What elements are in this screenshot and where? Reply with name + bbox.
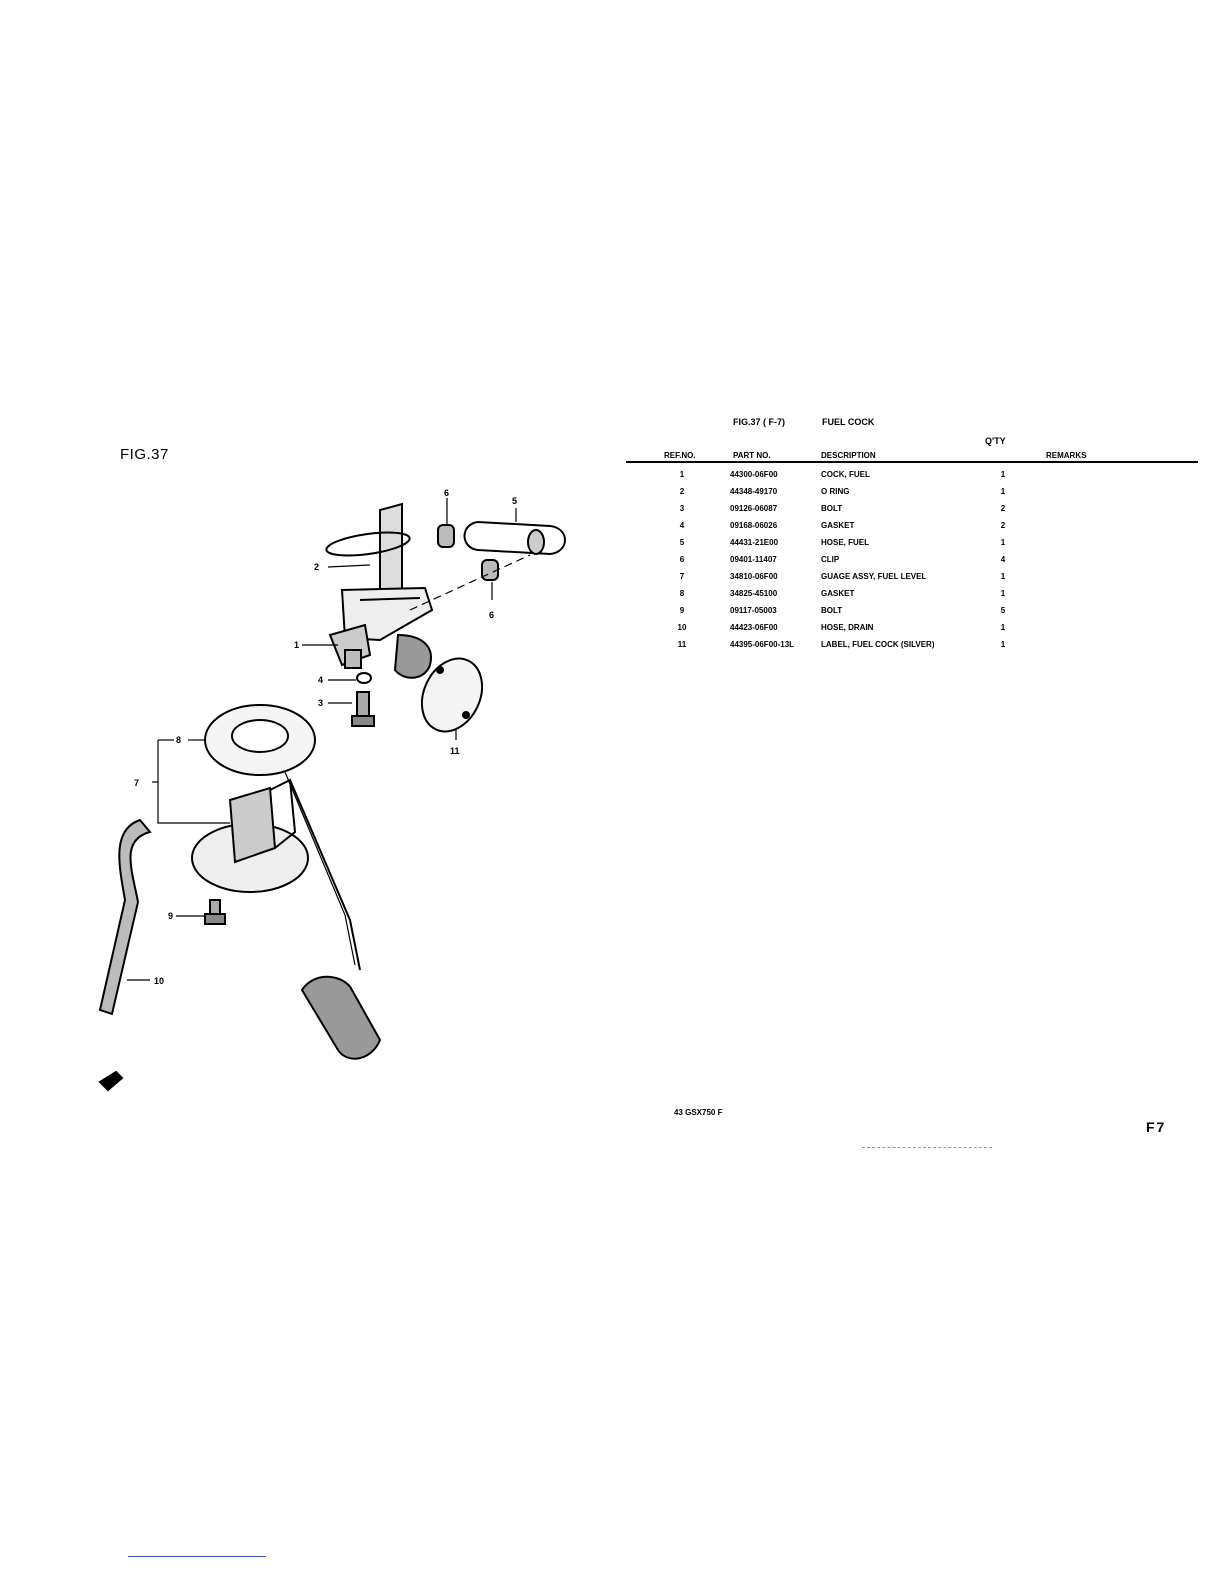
exploded-parts-diagram: 2 1 4 3 8 7 9 10 6 5 6 11 <box>80 470 610 1110</box>
callout-7: 7 <box>134 778 139 788</box>
diagram-svg: 2 1 4 3 8 7 9 10 6 5 6 11 <box>98 488 566 1092</box>
callout-11: 11 <box>450 746 460 756</box>
bolt-drawing-9 <box>204 899 226 925</box>
clip-drawing-lower <box>481 559 499 581</box>
footer-model-text: 43 GSX750 F <box>674 1108 723 1117</box>
fuel-level-gauge-drawing <box>191 771 361 971</box>
callout-3: 3 <box>318 698 323 708</box>
callout-4: 4 <box>318 675 323 685</box>
callout-6-lower: 6 <box>489 610 494 620</box>
qty-column-header: Q'TY <box>985 436 1006 446</box>
float-drawing <box>300 975 382 1060</box>
figure-label: FIG.37 <box>120 446 169 463</box>
page-code: F7 <box>1146 1119 1167 1135</box>
description-column-header: DESCRIPTION <box>821 451 876 460</box>
callout-6-top: 6 <box>444 488 449 498</box>
small-gasket-drawing <box>356 672 372 684</box>
direction-arrow-icon <box>98 1070 124 1092</box>
fuel-cock-drawing <box>328 502 434 679</box>
callout-9: 9 <box>168 911 173 921</box>
table-title: FUEL COCK <box>822 417 875 427</box>
large-gasket-drawing <box>204 704 316 776</box>
callout-2: 2 <box>314 562 319 572</box>
callout-8: 8 <box>176 735 181 745</box>
table-header-rule <box>626 461 1198 463</box>
callout-5: 5 <box>512 496 517 506</box>
callout-1: 1 <box>294 640 299 650</box>
remarks-column-header: REMARKS <box>1046 451 1087 460</box>
fuel-hose-drawing <box>463 520 566 556</box>
callout-10: 10 <box>154 976 164 986</box>
footer-dashed-line <box>862 1147 992 1148</box>
drain-hose-drawing <box>98 818 152 1016</box>
bottom-divider-line <box>128 1556 266 1557</box>
o-ring-drawing <box>325 531 411 557</box>
label-disc-drawing <box>420 657 484 733</box>
table-figure-code: FIG.37 ( F-7) <box>733 417 786 427</box>
bolt-drawing-3 <box>351 691 375 727</box>
ref-column-header: REF.NO. <box>664 451 696 460</box>
clip-drawing-top <box>437 524 455 548</box>
part-column-header: PART NO. <box>733 451 771 460</box>
